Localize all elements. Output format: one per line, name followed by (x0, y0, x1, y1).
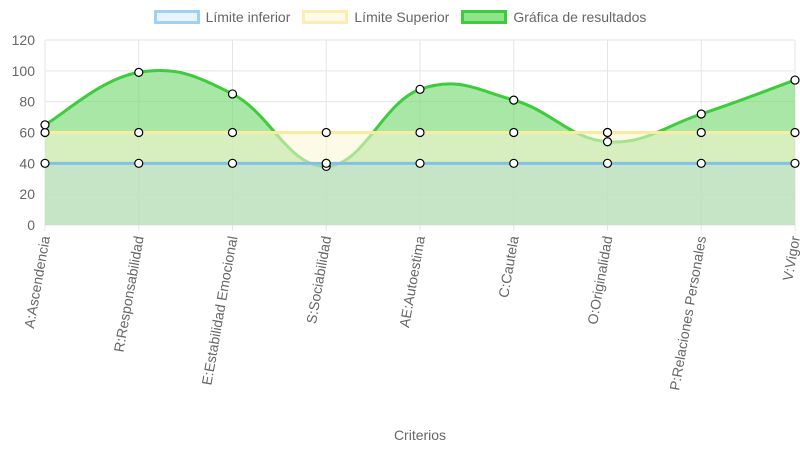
data-point (696, 109, 706, 119)
data-point (415, 84, 425, 94)
data-point (602, 158, 613, 168)
data-point (40, 120, 50, 130)
x-tick-label: A:Ascendencia (21, 235, 53, 330)
y-tick-label: 0 (27, 217, 35, 233)
data-point (134, 158, 144, 168)
x-tick-label: V:Vigor (779, 234, 800, 282)
data-point (321, 127, 331, 138)
y-tick-label: 20 (19, 186, 35, 202)
legend-item[interactable]: Límite inferior (153, 9, 291, 25)
x-tick-label: R:Responsabilidad (111, 235, 147, 354)
legend-item[interactable]: Límite Superior (302, 9, 449, 25)
data-point (509, 127, 519, 138)
data-point (696, 127, 706, 138)
legend-label: Límite Superior (354, 9, 450, 25)
chart-legend: Límite inferior Límite Superior Gráfica de… (0, 9, 800, 25)
y-tick-label: 100 (12, 63, 36, 79)
y-tick-label: 80 (19, 94, 35, 110)
data-point (40, 127, 50, 138)
x-tick-label: P:Relaciones Personales (666, 235, 709, 392)
data-point (227, 158, 238, 168)
data-point (602, 137, 613, 147)
data-point (415, 158, 425, 168)
x-tick-label: C:Cautela (495, 235, 522, 299)
data-point (321, 158, 331, 168)
data-point (790, 127, 800, 138)
data-point (696, 158, 706, 168)
data-point (790, 158, 800, 168)
x-tick-label: O:Originalidad (584, 235, 615, 326)
data-point (415, 127, 425, 138)
x-axis-title: Criterios (394, 427, 446, 443)
data-point (40, 158, 50, 168)
data-point (509, 158, 519, 168)
series-area (45, 132, 795, 225)
y-tick-label: 120 (12, 32, 36, 48)
data-point (509, 95, 519, 105)
y-tick-label: 60 (19, 125, 35, 141)
data-point (134, 127, 144, 138)
x-tick-label: AE:Autoestima (396, 235, 428, 329)
y-tick-label: 40 (19, 155, 35, 171)
series-area (45, 163, 795, 225)
data-point (134, 67, 144, 77)
x-tick-label: S:Sociabilidad (303, 235, 334, 325)
series-line (44, 68, 796, 168)
legend-swatch (302, 10, 349, 24)
data-point (227, 89, 238, 99)
data-point (790, 75, 800, 85)
legend-label: Límite inferior (205, 9, 291, 25)
legend-swatch (461, 10, 508, 24)
legend-swatch (153, 10, 200, 24)
data-point (227, 127, 238, 138)
legend-label: Gráfica de resultados (513, 9, 647, 25)
x-tick-label: E:Estabilidad Emocional (198, 235, 240, 386)
legend-item[interactable]: Gráfica de resultados (461, 9, 646, 25)
data-point (602, 127, 613, 138)
